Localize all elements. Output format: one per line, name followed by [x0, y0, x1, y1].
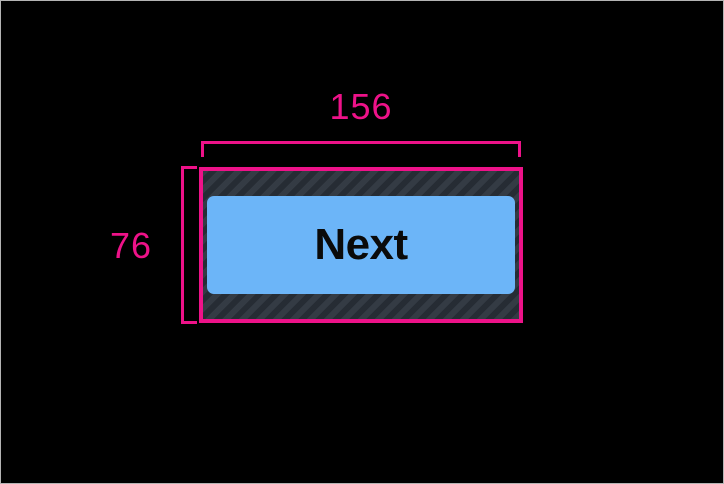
width-dimension-label: 156: [329, 86, 393, 127]
width-bracket-tick-right: [518, 141, 521, 157]
height-bracket-tick-bottom: [181, 321, 197, 324]
width-bracket-tick-left: [201, 141, 204, 157]
height-dimension-bracket: [181, 166, 201, 324]
width-bracket-bar: [201, 141, 521, 144]
next-button[interactable]: Next: [207, 196, 515, 294]
element-highlight-box[interactable]: Next: [199, 167, 523, 323]
next-button-label: Next: [314, 220, 408, 269]
height-bracket-bar: [181, 166, 184, 324]
height-bracket-tick-top: [181, 166, 197, 169]
width-dimension-bracket: [201, 141, 521, 161]
height-dimension-label: 76: [109, 225, 153, 266]
